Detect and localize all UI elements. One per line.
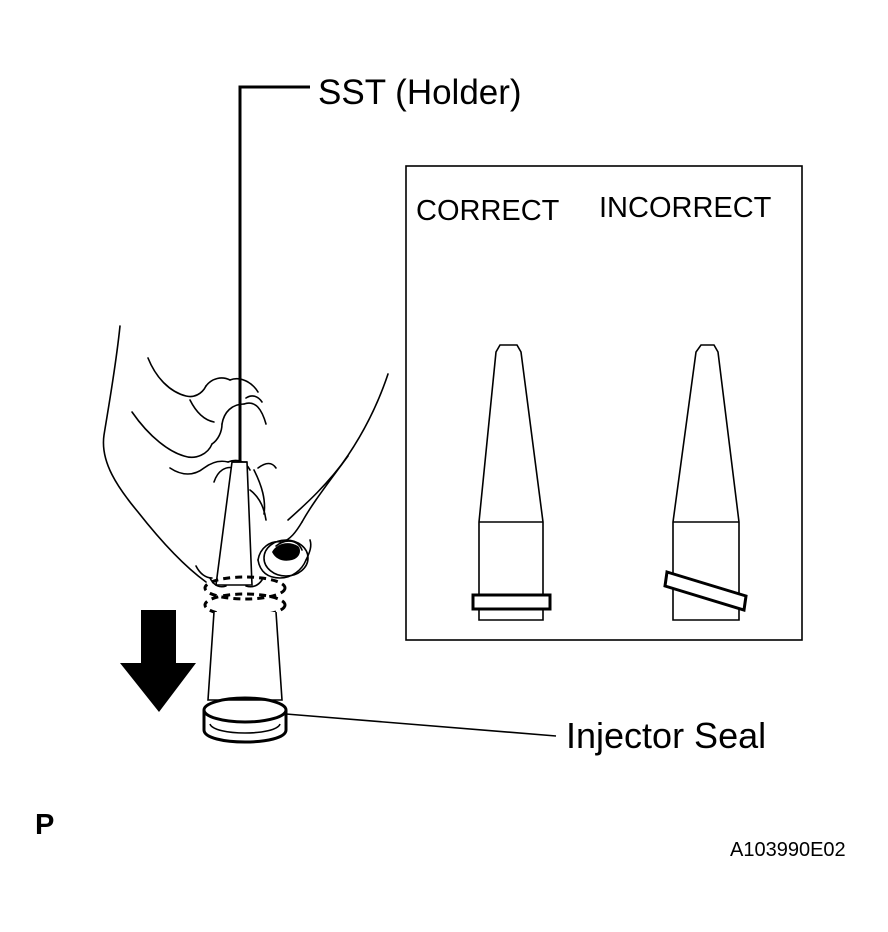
view-marker-label: P <box>35 809 55 841</box>
sst-leader-line <box>238 85 310 492</box>
installed-injector-seal <box>202 696 288 744</box>
comparison-inset-box <box>405 165 803 641</box>
injector-body <box>207 611 283 701</box>
sst-holder-tool <box>215 461 253 586</box>
incorrect-label: INCORRECT <box>599 192 772 224</box>
thumb-illustration <box>263 539 309 577</box>
sst-holder-label: SST (Holder) <box>318 73 522 112</box>
hand-illustration <box>102 325 389 588</box>
injector-seal-label: Injector Seal <box>566 715 767 756</box>
injector-seal-leader-line <box>285 713 557 737</box>
arrow-down-icon <box>120 610 196 712</box>
correct-label: CORRECT <box>416 195 560 227</box>
seal-in-transit-dashed <box>203 575 287 618</box>
figure-code-label: A103990E02 <box>730 839 846 861</box>
correct-seal-example <box>471 344 552 621</box>
incorrect-seal-example <box>663 344 748 621</box>
